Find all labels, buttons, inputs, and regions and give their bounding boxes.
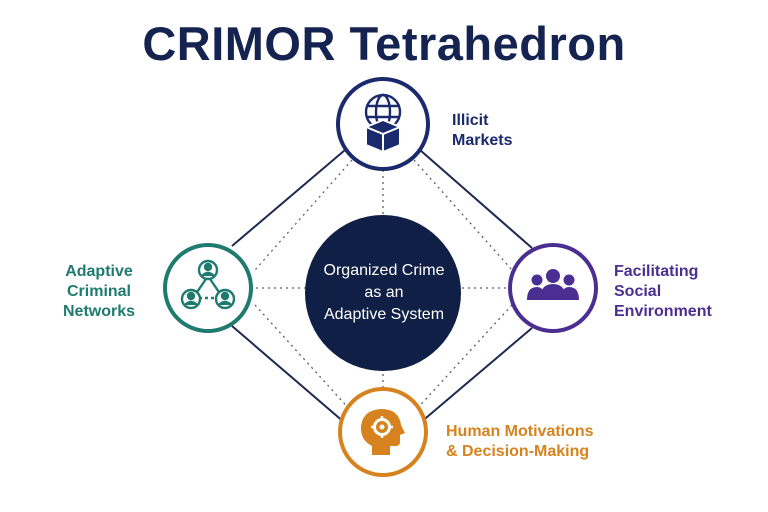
center-circle	[305, 215, 461, 371]
label-adaptive-criminal-networks: Adaptive Criminal Networks	[40, 262, 158, 322]
label-facilitating-social-environment: Facilitating Social Environment	[614, 262, 712, 322]
node-left	[163, 243, 253, 333]
center-label-line: as an	[364, 284, 404, 301]
center-label-line: Organized Crime	[323, 262, 445, 279]
node-right	[508, 243, 598, 333]
label-line: Environment	[614, 303, 712, 320]
label-line: Social	[614, 283, 662, 300]
label-line: Adaptive	[65, 263, 133, 280]
people-group-icon	[527, 269, 579, 300]
globe-box-icon	[364, 93, 402, 154]
node-top	[336, 77, 430, 171]
center-label: Organized Crime as an Adaptive System	[302, 260, 466, 326]
center-label-line: Adaptive System	[323, 306, 445, 323]
dotted-left-bottom	[254, 304, 353, 413]
dotted-top-right	[413, 159, 513, 271]
label-line: Networks	[62, 303, 136, 320]
edge-right-bottom	[419, 327, 533, 424]
dotted-right-bottom	[413, 304, 513, 413]
label-human-motivations: Human Motivations & Decision-Making	[446, 422, 594, 462]
dotted-connections	[254, 159, 513, 413]
label-line: Illicit	[452, 112, 489, 129]
edge-top-right	[419, 149, 533, 249]
label-illicit-markets: Illicit Markets	[452, 111, 512, 151]
edge-left-bottom	[231, 325, 346, 424]
label-line: Human Motivations	[446, 423, 594, 440]
head-gear-icon	[360, 409, 405, 455]
label-line: Criminal	[66, 283, 131, 300]
label-line: & Decision-Making	[446, 443, 590, 460]
dotted-top-left	[254, 159, 353, 271]
page-title: CRIMOR Tetrahedron	[142, 17, 626, 70]
edge-top-left	[231, 149, 346, 247]
network-icon	[180, 259, 236, 310]
label-line: Markets	[452, 132, 513, 149]
diamond-edges	[231, 149, 533, 424]
node-bottom	[338, 387, 428, 477]
label-line: Facilitating	[614, 263, 699, 280]
